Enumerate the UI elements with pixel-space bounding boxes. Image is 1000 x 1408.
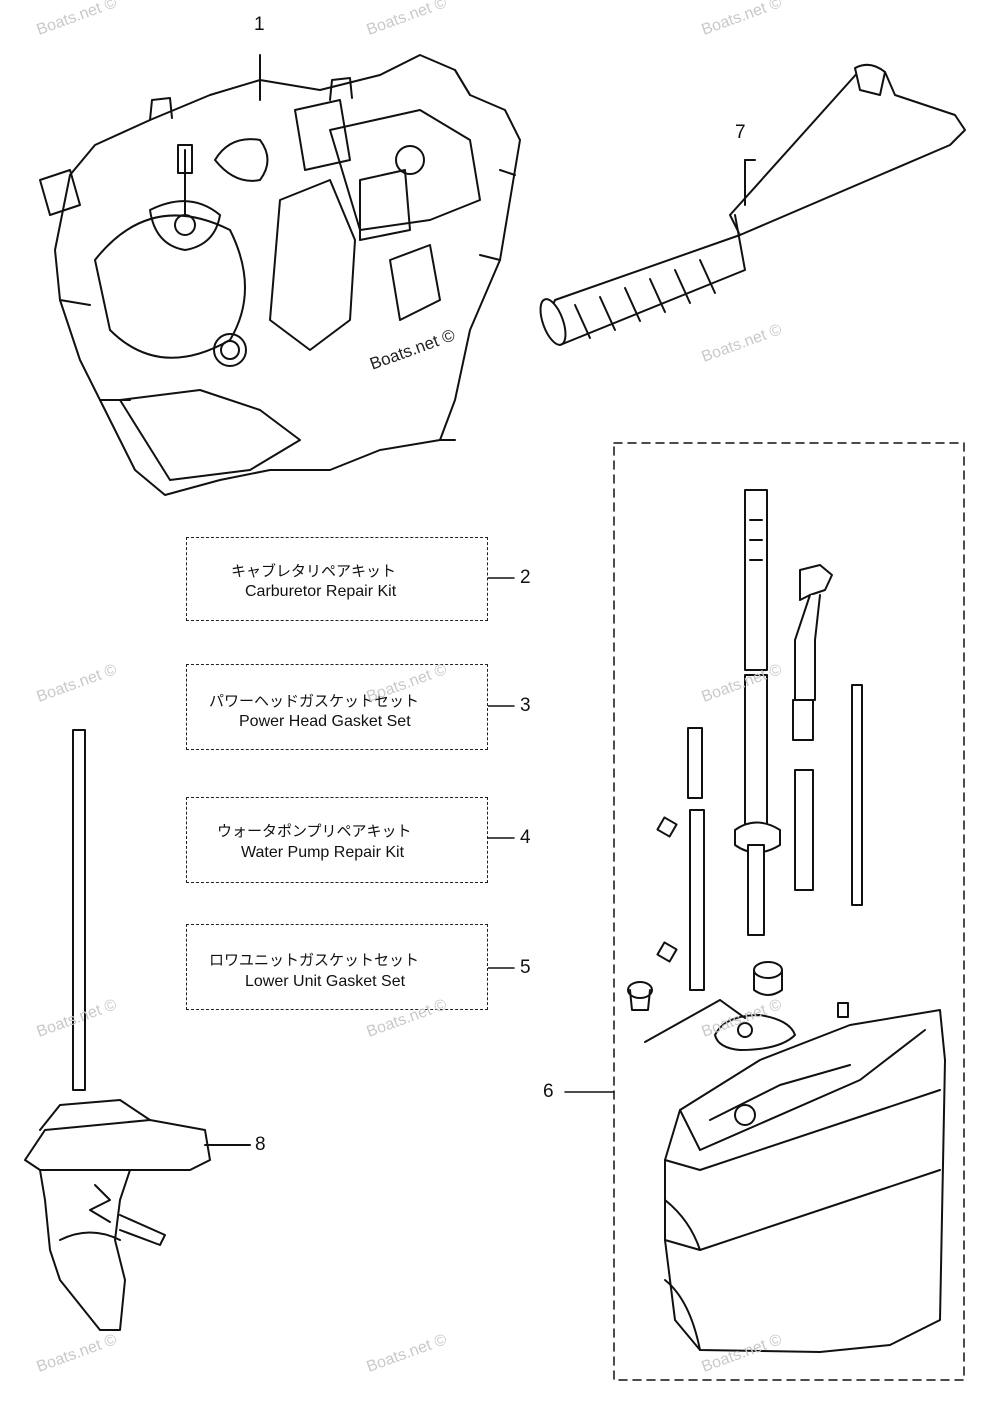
lower-unit-part bbox=[24, 729, 251, 1331]
kit-label-en: Power Head Gasket Set bbox=[239, 713, 411, 730]
kit-label-en: Lower Unit Gasket Set bbox=[245, 973, 406, 990]
callout-3: 3 bbox=[520, 695, 531, 716]
callout-4: 4 bbox=[520, 827, 531, 848]
part6-group-box bbox=[613, 442, 965, 1381]
callout-5: 5 bbox=[520, 957, 531, 978]
kit-label-en: Carburetor Repair Kit bbox=[245, 583, 397, 600]
kit-label-en: Water Pump Repair Kit bbox=[241, 844, 405, 861]
callout-2: 2 bbox=[520, 567, 531, 588]
power-head-gasket-set-box: パワーヘッドガスケットセット Power Head Gasket Set bbox=[186, 664, 488, 750]
power-head-part bbox=[39, 54, 521, 496]
callout-6: 6 bbox=[543, 1081, 554, 1102]
tiller-handle-part bbox=[539, 63, 966, 346]
kit-label-jp: キャブレタリペアキット bbox=[231, 562, 397, 580]
carburetor-repair-kit-box: キャブレタリペアキット Carburetor Repair Kit bbox=[186, 537, 488, 621]
lower-unit-gasket-set-box: ロワユニットガスケットセット Lower Unit Gasket Set bbox=[186, 924, 488, 1010]
callout-1: 1 bbox=[254, 14, 265, 35]
kit-label-jp: ロワユニットガスケットセット bbox=[209, 951, 420, 969]
callout-7: 7 bbox=[735, 122, 746, 143]
kit-label-jp: ウォータポンプリペアキット bbox=[217, 822, 412, 840]
driveshaft-housing-part bbox=[627, 489, 946, 1353]
water-pump-repair-kit-box: ウォータポンプリペアキット Water Pump Repair Kit bbox=[186, 797, 488, 883]
callout-8: 8 bbox=[255, 1134, 266, 1155]
kit-label-jp: パワーヘッドガスケットセット bbox=[209, 692, 420, 710]
